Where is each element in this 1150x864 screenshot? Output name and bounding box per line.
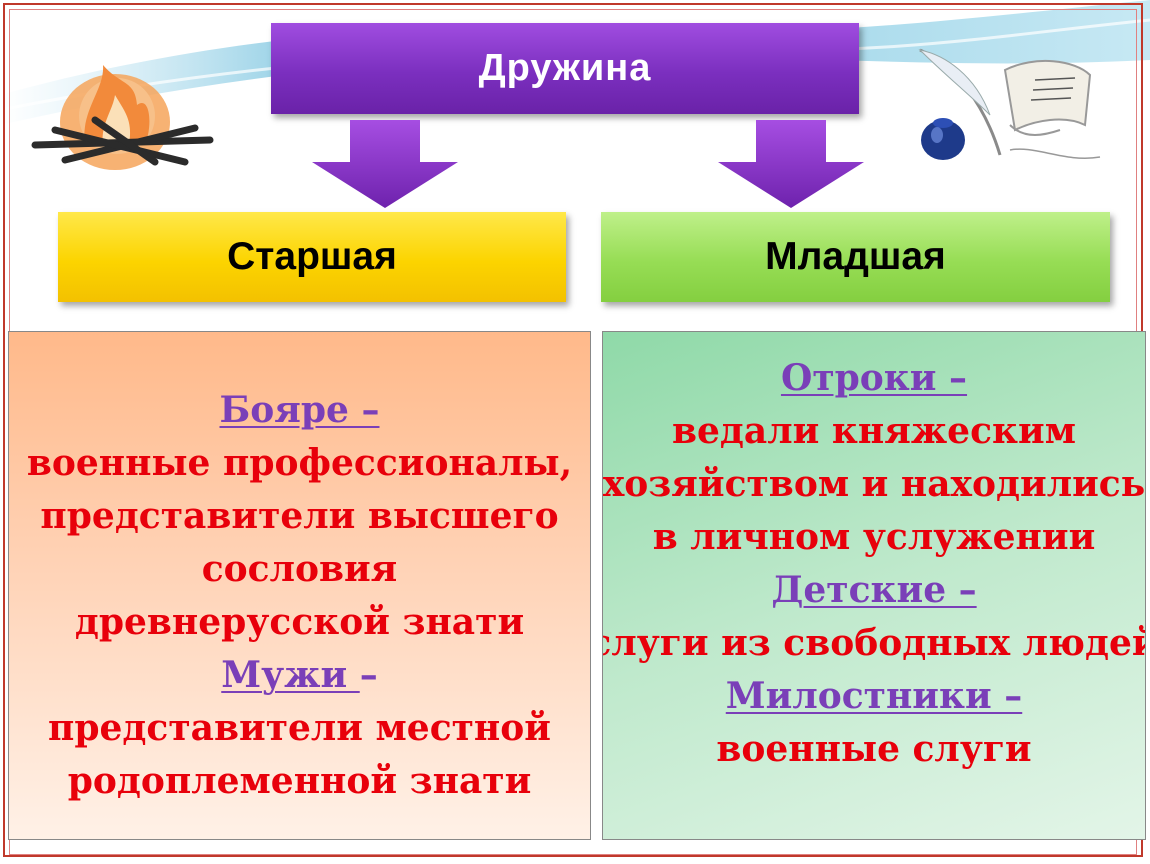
- down-arrow-right-icon: [718, 120, 864, 208]
- term-otroki: Отроки –: [780, 357, 968, 399]
- term-detskie: Детские –: [771, 569, 977, 611]
- junior-description-panel: Отроки – ведали княжеским хозяйством и н…: [602, 331, 1146, 840]
- junior-category-box: Младшая: [601, 212, 1110, 302]
- boyars-desc-line-2: представители высшего: [40, 495, 559, 537]
- boyars-desc-line-3: сословия: [201, 548, 398, 590]
- term-muzhi-dash: –: [359, 654, 378, 696]
- junior-category-label: Младшая: [765, 235, 946, 278]
- muzhi-desc-line-1: представители местной: [48, 707, 551, 749]
- title-box: Дружина: [271, 23, 859, 114]
- detskie-desc-line-1: слуги из свободных людей: [602, 622, 1146, 664]
- otroki-desc-line-2: хозяйством и находились: [602, 463, 1146, 505]
- boyars-desc-line-4: древнерусской знати: [74, 601, 525, 643]
- senior-category-box: Старшая: [58, 212, 566, 302]
- term-boyars: Бояре –: [219, 389, 380, 431]
- boyars-desc-line-1: военные профессионалы,: [26, 442, 573, 484]
- muzhi-desc-line-2: родоплеменной знати: [67, 760, 532, 802]
- campfire-illustration: [31, 65, 214, 170]
- down-arrow-left-icon: [312, 120, 458, 208]
- quill-inkwell-scroll-illustration: [918, 48, 1101, 160]
- otroki-desc-line-3: в личном услужении: [652, 516, 1096, 558]
- term-muzhi: Мужи: [221, 654, 360, 696]
- title-text: Дружина: [478, 47, 652, 89]
- term-milostniki: Милостники –: [725, 675, 1023, 717]
- senior-category-label: Старшая: [227, 235, 397, 278]
- milostniki-desc-line-1: военные слуги: [716, 728, 1032, 770]
- senior-description-panel: Бояре – военные профессионалы, представи…: [8, 331, 591, 840]
- otroki-desc-line-1: ведали княжеским: [672, 410, 1076, 452]
